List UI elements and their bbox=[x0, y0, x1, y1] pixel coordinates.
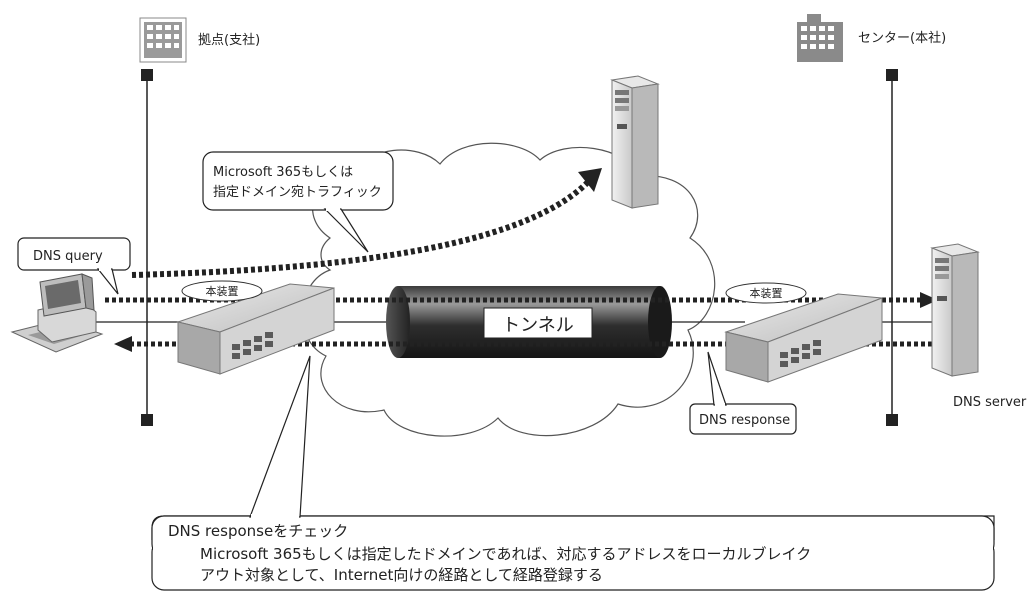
dns-response-label: DNS response bbox=[699, 413, 790, 428]
router-left-label: 本装置 bbox=[206, 284, 239, 298]
microsoft-traffic-callout-line-2: 指定ドメイン宛トラフィック bbox=[213, 185, 382, 200]
router-right-label-bubble bbox=[725, 282, 807, 304]
router-right-label: 本装置 bbox=[750, 286, 783, 300]
branch-line-bottom-terminal bbox=[141, 414, 153, 426]
local-breakout-flow bbox=[131, 179, 591, 278]
dns-response-arrowhead bbox=[114, 336, 132, 352]
branch-building-icon bbox=[139, 17, 187, 63]
center-line-top-terminal bbox=[886, 69, 898, 81]
dns-server-icon bbox=[930, 243, 980, 377]
center-building-icon bbox=[797, 14, 843, 62]
branch-line-top-terminal bbox=[141, 69, 153, 81]
dns-check-title: DNS responseをチェック bbox=[168, 522, 348, 540]
center-line-bottom-terminal bbox=[886, 414, 898, 426]
dns-check-callout bbox=[151, 355, 995, 591]
dns-check-line-1: Microsoft 365もしくは指定したドメインであれば、対応するアドレスをロ… bbox=[200, 545, 811, 563]
dns-check-line-2: アウト対象として、Internet向けの経路として経路登録する bbox=[200, 566, 603, 584]
router-left-label-bubble bbox=[181, 280, 263, 302]
local-breakout-arrowhead bbox=[578, 168, 602, 192]
dns-query-label: DNS query bbox=[33, 249, 103, 264]
router-left-icon bbox=[176, 283, 335, 375]
client-pc-icon bbox=[10, 273, 104, 353]
microsoft-traffic-callout bbox=[202, 151, 394, 253]
branch-site-label: 拠点(支社) bbox=[198, 32, 260, 48]
center-site-label: センター(本社) bbox=[858, 30, 946, 46]
dns-response-callout bbox=[689, 351, 797, 435]
dns-server-label: DNS server bbox=[953, 395, 1027, 410]
dns-query-callout bbox=[17, 237, 131, 295]
internet-server-icon bbox=[610, 75, 660, 209]
router-right-icon bbox=[724, 293, 883, 383]
tunnel-label: トンネル bbox=[502, 315, 574, 336]
dns-query-arrowhead bbox=[920, 292, 938, 308]
microsoft-traffic-callout-line-1: Microsoft 365もしくは bbox=[213, 165, 353, 180]
